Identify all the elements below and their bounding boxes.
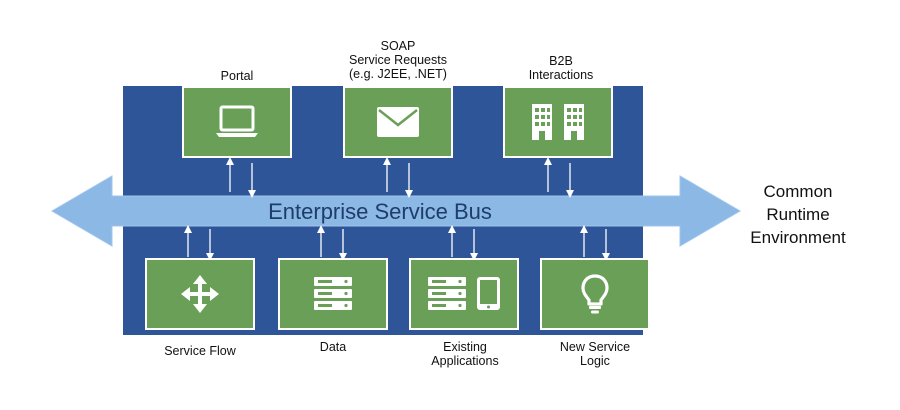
connector-soap [383, 157, 413, 198]
connector-new-logic [580, 225, 610, 261]
existing-applications-caption: Existing Applications [431, 340, 499, 368]
soap-caption: SOAP Service Requests (e.g. J2EE, .NET) [349, 39, 447, 81]
lightbulb-icon [579, 273, 611, 315]
connector-b2b [544, 157, 574, 198]
common-runtime-environment-label: Common Runtime Environment [750, 182, 846, 247]
server-tablet-icon [427, 276, 501, 312]
bus-label: Enterprise Service Bus [268, 199, 492, 224]
new-service-logic-box [540, 258, 650, 330]
server-icon [313, 276, 353, 312]
data-box [278, 258, 388, 330]
new-service-logic-caption: New Service Logic [559, 340, 631, 368]
laptop-icon [214, 104, 260, 140]
soap-box [343, 86, 453, 158]
portal-box [182, 86, 292, 158]
envelope-icon [376, 106, 420, 138]
connector-service-flow [184, 225, 214, 261]
connector-portal [226, 157, 256, 198]
connector-existing-apps [448, 225, 478, 261]
bus-arrow [51, 175, 741, 247]
service-flow-caption: Service Flow [164, 344, 236, 358]
portal-caption: Portal [220, 69, 254, 83]
connector-data [317, 225, 347, 261]
b2b-box [503, 86, 613, 158]
existing-applications-box [409, 258, 519, 330]
b2b-caption: B2B Interactions [528, 54, 594, 82]
service-flow-box [145, 258, 255, 330]
buildings-icon [526, 102, 590, 142]
data-caption: Data [319, 340, 347, 354]
move-arrows-icon [180, 274, 220, 314]
